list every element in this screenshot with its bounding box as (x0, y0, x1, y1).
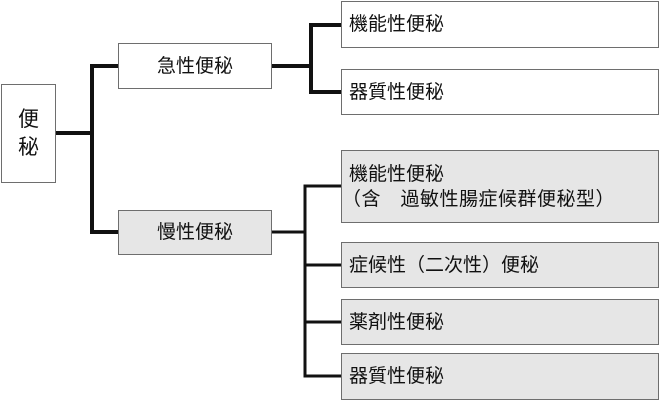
root-char-1: 便 (18, 107, 39, 132)
root-char-2: 秘 (18, 134, 39, 159)
chronic-child-functional-label: 機能性便秘 (349, 162, 445, 185)
chronic-child-organic-label: 器質性便秘 (349, 365, 445, 388)
root-node: 便 秘 (1, 84, 56, 183)
acute-child-functional-label: 機能性便秘 (349, 13, 445, 36)
chronic-child-symptomatic-label: 症候性（二次性）便秘 (349, 253, 540, 276)
acute-child-organic: 器質性便秘 (341, 69, 659, 115)
chronic-label: 慢性便秘 (156, 221, 233, 244)
acute-child-organic-label: 器質性便秘 (349, 80, 445, 103)
acute-node: 急性便秘 (118, 43, 272, 89)
chronic-child-functional: 機能性便秘 （含 過敏性腸症候群便秘型） (341, 150, 659, 223)
chronic-child-organic: 器質性便秘 (341, 353, 659, 400)
chronic-child-symptomatic: 症候性（二次性）便秘 (341, 242, 659, 288)
chronic-node: 慢性便秘 (118, 210, 272, 255)
chronic-child-functional-note: （含 過敏性腸症候群便秘型） (342, 187, 616, 210)
chronic-connector (270, 184, 343, 378)
acute-child-functional: 機能性便秘 (341, 1, 659, 48)
chronic-child-drug-induced: 薬剤性便秘 (341, 299, 659, 345)
acute-label: 急性便秘 (156, 54, 233, 77)
acute-connector (270, 23, 343, 94)
root-connector (54, 64, 120, 234)
chronic-child-drug-induced-label: 薬剤性便秘 (349, 310, 445, 333)
